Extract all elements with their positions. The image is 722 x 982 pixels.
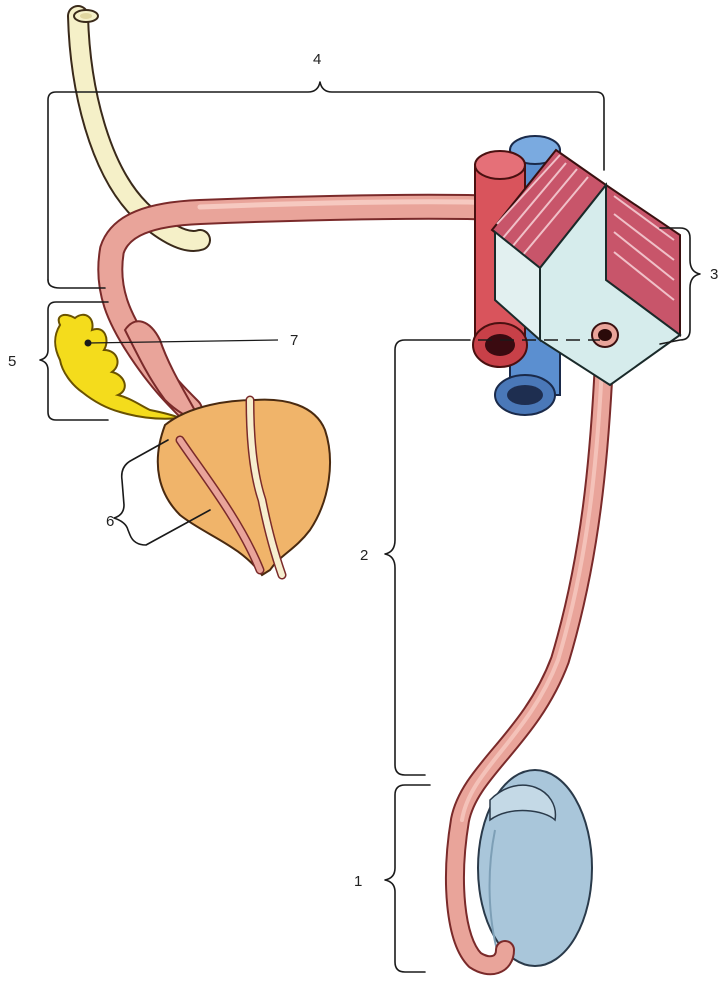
testis: [478, 770, 592, 966]
prostate: [158, 400, 330, 575]
label-5: 5: [8, 353, 16, 370]
label-1: 1: [354, 873, 362, 890]
bracket-1: [385, 785, 430, 972]
label-6: 6: [106, 513, 114, 530]
label-7: 7: [290, 332, 298, 349]
label-3: 3: [710, 266, 718, 283]
label-2: 2: [360, 547, 368, 564]
label-4: 4: [313, 51, 321, 68]
bracket-2: [385, 340, 600, 775]
leader-7: [85, 340, 279, 347]
